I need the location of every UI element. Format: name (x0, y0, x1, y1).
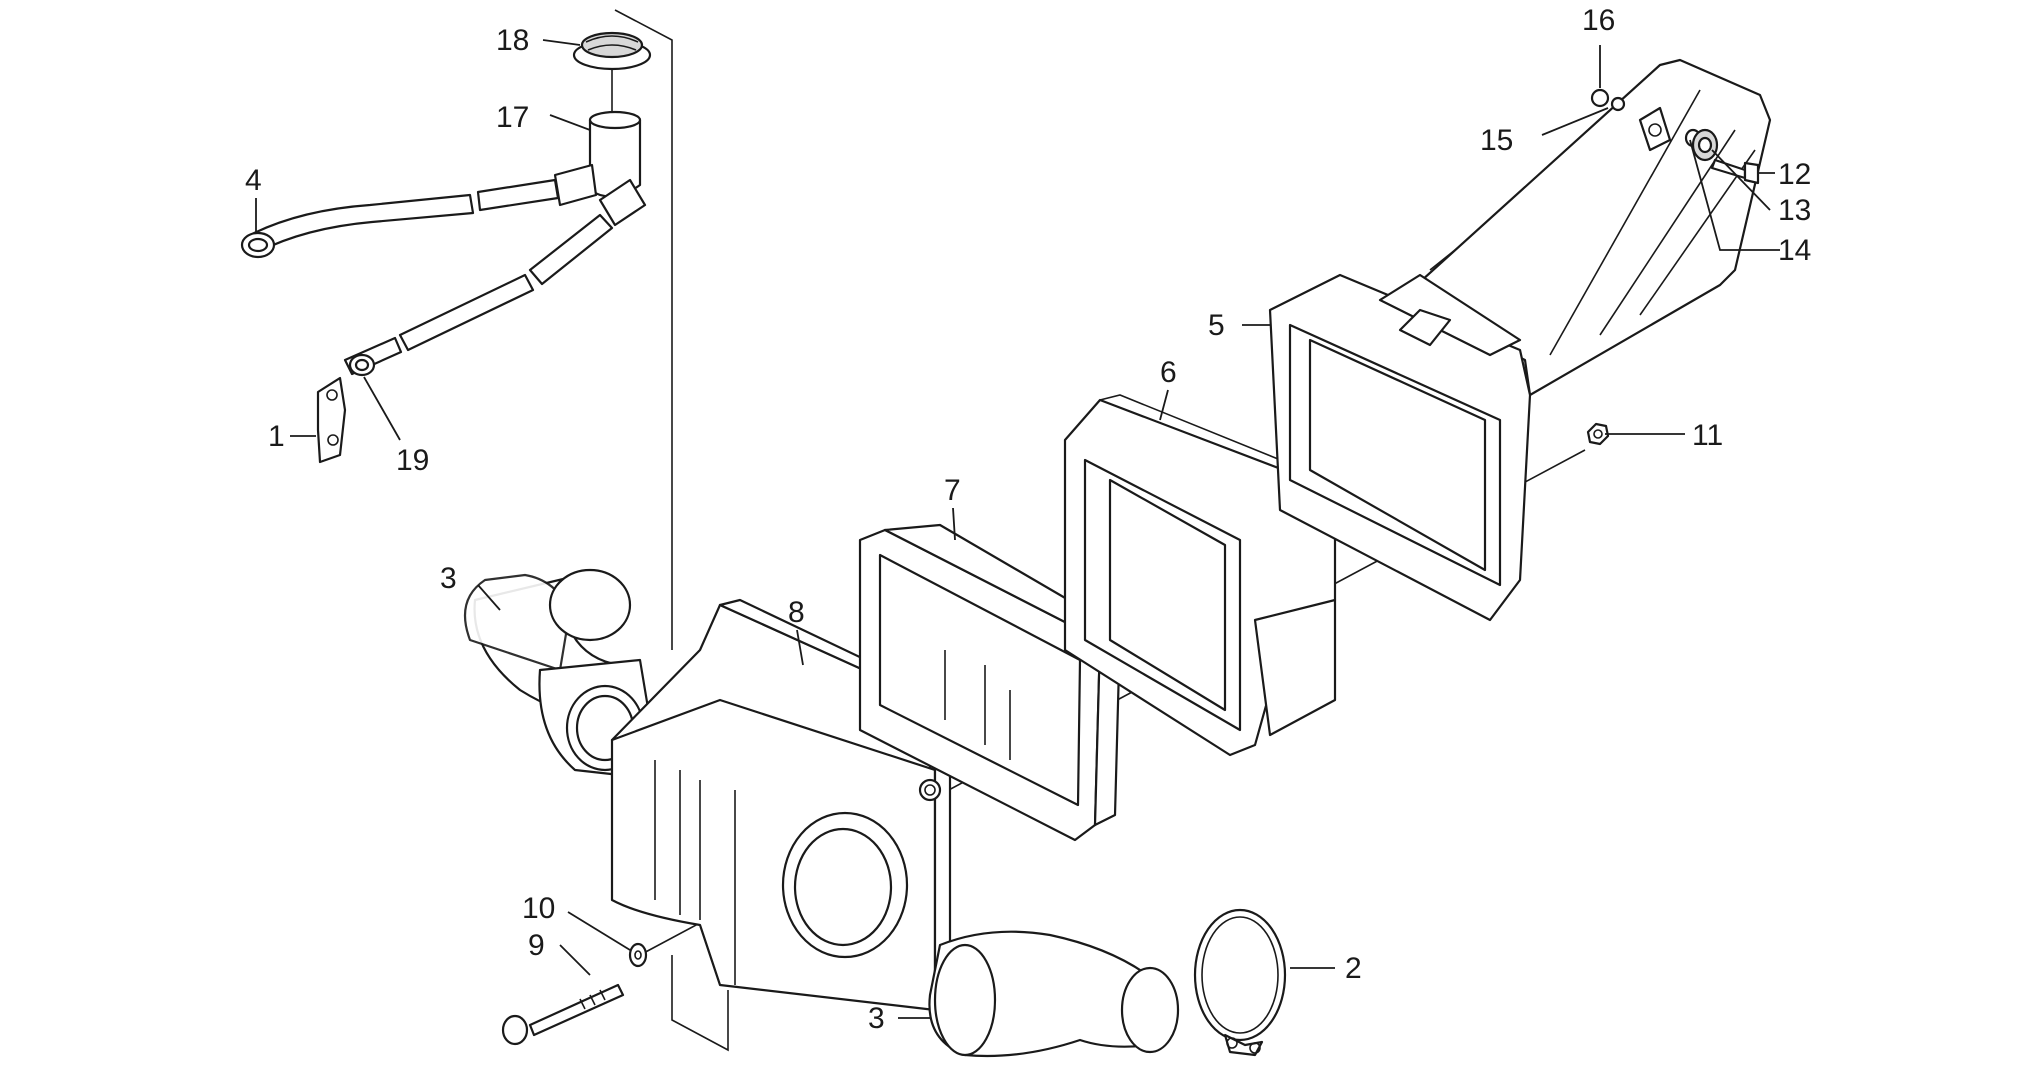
callout-4: 4 (245, 164, 262, 197)
callout-14: 14 (1778, 234, 1811, 267)
part-10-washer (628, 942, 648, 968)
part-8-airbox-housing (610, 598, 952, 1012)
part-1-bracket (316, 376, 347, 464)
callout-6: 6 (1160, 356, 1177, 389)
leader-13 (1711, 149, 1771, 211)
callout-13: 13 (1778, 194, 1811, 227)
leader-7 (952, 507, 956, 541)
part-11-nut (1586, 422, 1610, 446)
assembly-axis-line (614, 9, 673, 650)
callout-7: 7 (944, 474, 961, 507)
callout-1: 1 (268, 420, 285, 453)
callout-18: 18 (496, 24, 529, 57)
leader-10 (567, 911, 631, 951)
part-5-intake-duct (1268, 58, 1772, 622)
callout-19: 19 (396, 444, 429, 477)
leader-6 (1159, 389, 1169, 421)
leader-19 (363, 376, 401, 441)
callout-9: 9 (528, 929, 545, 962)
callout-16: 16 (1582, 4, 1615, 37)
part-12-screw (1710, 158, 1760, 185)
callout-8: 8 (788, 596, 805, 629)
callout-15: 15 (1480, 124, 1513, 157)
part-4-hose-clamp (240, 231, 276, 259)
callout-3b: 3 (868, 1002, 885, 1035)
part-17-breather-fitting (553, 110, 647, 227)
part-13-14-washers (1684, 128, 1719, 162)
leader-15 (1541, 107, 1609, 136)
part-19-small-clamp (348, 353, 376, 377)
part-18-cap (572, 31, 652, 71)
leader-3a (477, 584, 501, 611)
leader-17 (549, 114, 591, 131)
part-6-filter-cover (1063, 394, 1337, 757)
callout-2: 2 (1345, 952, 1362, 985)
breather-hose (248, 178, 614, 376)
leader-18 (542, 39, 581, 46)
assembly-axis-line (671, 955, 729, 1052)
part-2-clamp-ring (1193, 908, 1287, 1057)
callout-10: 10 (522, 892, 555, 925)
callout-17: 17 (496, 101, 529, 134)
part-3-lower-elbow-hose (928, 930, 1180, 1058)
leader-9 (559, 944, 591, 976)
leader-14 (1689, 139, 1780, 251)
callout-3a: 3 (440, 562, 457, 595)
part-7-filter-element (858, 523, 1122, 842)
callout-12: 12 (1778, 158, 1811, 191)
leader-8 (796, 629, 804, 666)
callout-5: 5 (1208, 309, 1225, 342)
callout-11: 11 (1692, 419, 1723, 452)
part-16-nut (1590, 88, 1626, 112)
part-9-bolt (501, 983, 625, 1046)
